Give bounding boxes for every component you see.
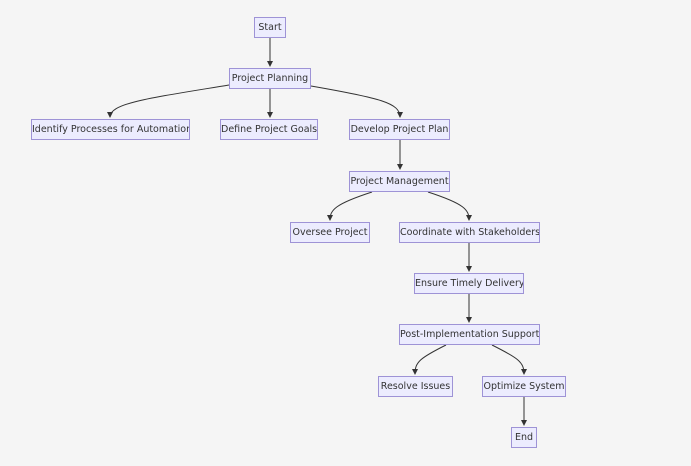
edge-project-management-to-oversee-project bbox=[327, 191, 373, 221]
node-start: Start bbox=[254, 17, 286, 38]
node-project-planning: Project Planning bbox=[229, 68, 311, 89]
node-resolve-issues: Resolve Issues bbox=[378, 376, 453, 397]
node-ensure-delivery: Ensure Timely Delivery bbox=[414, 273, 524, 294]
node-oversee-project: Oversee Project bbox=[290, 222, 370, 243]
edge-project-planning-to-identify-processes bbox=[107, 84, 230, 118]
edge-post-support-to-resolve-issues bbox=[412, 344, 447, 375]
node-define-goals: Define Project Goals bbox=[220, 119, 318, 140]
node-coordinate-stakeholders: Coordinate with Stakeholders bbox=[399, 222, 540, 243]
node-develop-plan: Develop Project Plan bbox=[349, 119, 450, 140]
edge-project-management-to-coordinate-stakeholders bbox=[427, 191, 472, 221]
node-project-management: Project Management bbox=[349, 171, 450, 192]
node-identify-processes: Identify Processes for Automation bbox=[31, 119, 190, 140]
node-post-support: Post-Implementation Support bbox=[399, 324, 540, 345]
node-end: End bbox=[511, 427, 537, 448]
edge-project-planning-to-develop-plan bbox=[310, 85, 403, 118]
edge-post-support-to-optimize-system bbox=[491, 344, 527, 375]
node-optimize-system: Optimize System bbox=[482, 376, 566, 397]
